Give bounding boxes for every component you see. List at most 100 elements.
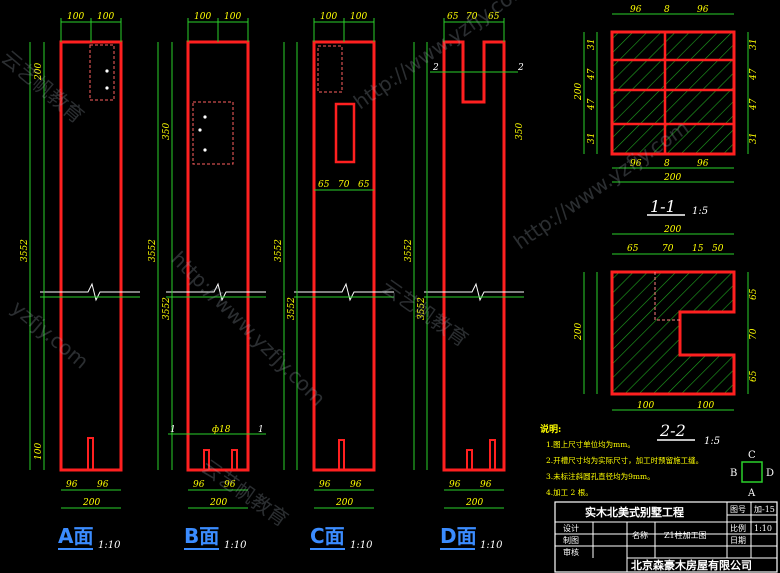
dim-text: 65	[318, 180, 330, 190]
dim-text: 200	[82, 498, 100, 508]
bottom-slot-a	[87, 437, 94, 471]
dim-text: 3552	[162, 297, 172, 320]
dim-text: 100	[194, 12, 211, 22]
draw-label: 制图	[563, 535, 579, 545]
section-1-1-outline	[610, 30, 736, 156]
dim-text: 96	[193, 480, 205, 490]
dim-text: 96	[319, 480, 331, 490]
dim-text: 70	[466, 12, 478, 22]
dim-text: 100	[350, 12, 367, 22]
dim-text: 47	[587, 68, 597, 81]
dim-text: 96	[97, 480, 109, 490]
dim-text: 96	[66, 480, 78, 490]
orientation-b: B	[730, 468, 737, 479]
dim-text: 350	[515, 123, 525, 140]
dim-text: 96	[449, 480, 461, 490]
face-scale: 1:10	[480, 540, 503, 551]
orientation-a: A	[747, 488, 756, 499]
section-scale: 1:5	[704, 436, 720, 447]
face-b: 100 100 96 96 200 3552 3552 350 1 1 ф18 …	[148, 12, 266, 551]
dim-text: 96	[697, 159, 709, 169]
orientation-c: C	[748, 450, 756, 461]
note-line: 4.加工 2 根。	[546, 487, 593, 497]
dim-text: 31	[587, 39, 597, 50]
dim-text: 96	[630, 159, 642, 169]
dim-text: 3552	[274, 239, 284, 262]
dim-text: 100	[697, 401, 714, 411]
dim-text: 65	[627, 244, 639, 254]
note-line: 2.开槽尺寸均为实际尺寸，加工时预留施工缝。	[546, 455, 703, 465]
dim-text: 3552	[20, 239, 30, 262]
dim-text: 200	[34, 63, 44, 81]
notes-heading: 说明:	[540, 423, 561, 435]
face-label: B面	[184, 524, 219, 548]
face-b-outline	[186, 40, 250, 472]
note-line: 1.图上尺寸单位均为mm。	[546, 439, 635, 449]
dim-text: 96	[697, 5, 709, 15]
dim-text: 8	[664, 5, 670, 15]
section-scale: 1:5	[692, 206, 708, 217]
face-c: 100 100 65 70 65 96 96 200 3552 3552 C面 …	[274, 12, 394, 551]
dim-text: 47	[587, 98, 597, 111]
design-label: 设计	[563, 523, 579, 533]
dim-text: 50	[712, 244, 724, 254]
dim-text: 3552	[404, 239, 414, 262]
dim-text: 3552	[148, 239, 158, 262]
name-label: 名称	[632, 530, 648, 540]
dim-text: 200	[465, 498, 483, 508]
dim-text: 65	[488, 12, 500, 22]
dim-text: 200	[574, 83, 584, 101]
section-mark: 1	[258, 425, 264, 435]
section-2-2: 200 65 70 15 50 200 65 70 65 100 100 2-2…	[574, 225, 759, 447]
dim-text: 350	[162, 123, 172, 140]
project-name: 实木北美式别墅工程	[585, 505, 684, 519]
drawing-no-label: 图号	[730, 505, 746, 514]
dim-text: 200	[663, 173, 681, 183]
face-d: 2 2 65 70 65 96 96 200 3552 3552 350 D面 …	[404, 12, 525, 551]
hole-group-b	[192, 101, 234, 165]
dim-text: 70	[749, 328, 759, 340]
dim-text: 65	[358, 180, 370, 190]
section-mark: 2	[517, 63, 524, 73]
dim-text: 47	[749, 98, 759, 111]
notes: 说明: 1.图上尺寸单位均为mm。 2.开槽尺寸均为实际尺寸，加工时预留施工缝。…	[540, 423, 703, 497]
break-line	[40, 282, 140, 302]
face-label: A面	[58, 524, 93, 548]
dim-text: 96	[224, 480, 236, 490]
dim-text: 31	[587, 133, 597, 144]
section-1-1: 96 8 96 96 8 96 200 200 31 47 47 31 31 4…	[574, 5, 759, 217]
dim-text: 100	[67, 12, 84, 22]
watermark-text: http://www.yzfjy.com	[349, 0, 533, 114]
scale-label: 比例	[730, 523, 746, 533]
check-label: 审核	[563, 547, 579, 557]
dim-text: 31	[749, 133, 759, 144]
dim-text: 200	[335, 498, 353, 508]
drawing-no: 加-15	[754, 504, 775, 514]
dim-text: 31	[749, 39, 759, 50]
dim-text: 3552	[417, 297, 427, 320]
dim-text: 96	[480, 480, 492, 490]
watermark-text: yzfjy.com	[7, 295, 94, 373]
face-scale: 1:10	[98, 540, 121, 551]
face-label: D面	[440, 524, 477, 548]
dim-text: 100	[224, 12, 241, 22]
note-line: 3.未标注斜圆孔直径均为9mm。	[546, 471, 655, 481]
dim-text: 8	[664, 159, 670, 169]
section-title: 1-1	[650, 197, 676, 216]
face-a: 100 100 96 96 200 3552 200 100 A面 1:10	[20, 12, 140, 551]
face-label: C面	[310, 524, 345, 548]
face-d-outline	[442, 40, 506, 472]
dim-text: 200	[574, 323, 584, 341]
hole-group-a	[89, 44, 115, 101]
face-orientation-key: C B D A	[730, 450, 774, 499]
dim-text: 200	[663, 225, 681, 235]
watermark-logo: 云艺帆教育	[377, 274, 473, 351]
dim-text: 15	[692, 244, 704, 254]
dim-text: ф18	[212, 425, 231, 435]
hole-group-c	[317, 45, 343, 93]
company-name: 北京森豪木房屋有限公司	[631, 558, 752, 572]
dim-text: 47	[749, 68, 759, 81]
scale-value: 1:10	[754, 524, 772, 533]
watermark-logo: 云艺帆教育	[197, 454, 293, 531]
